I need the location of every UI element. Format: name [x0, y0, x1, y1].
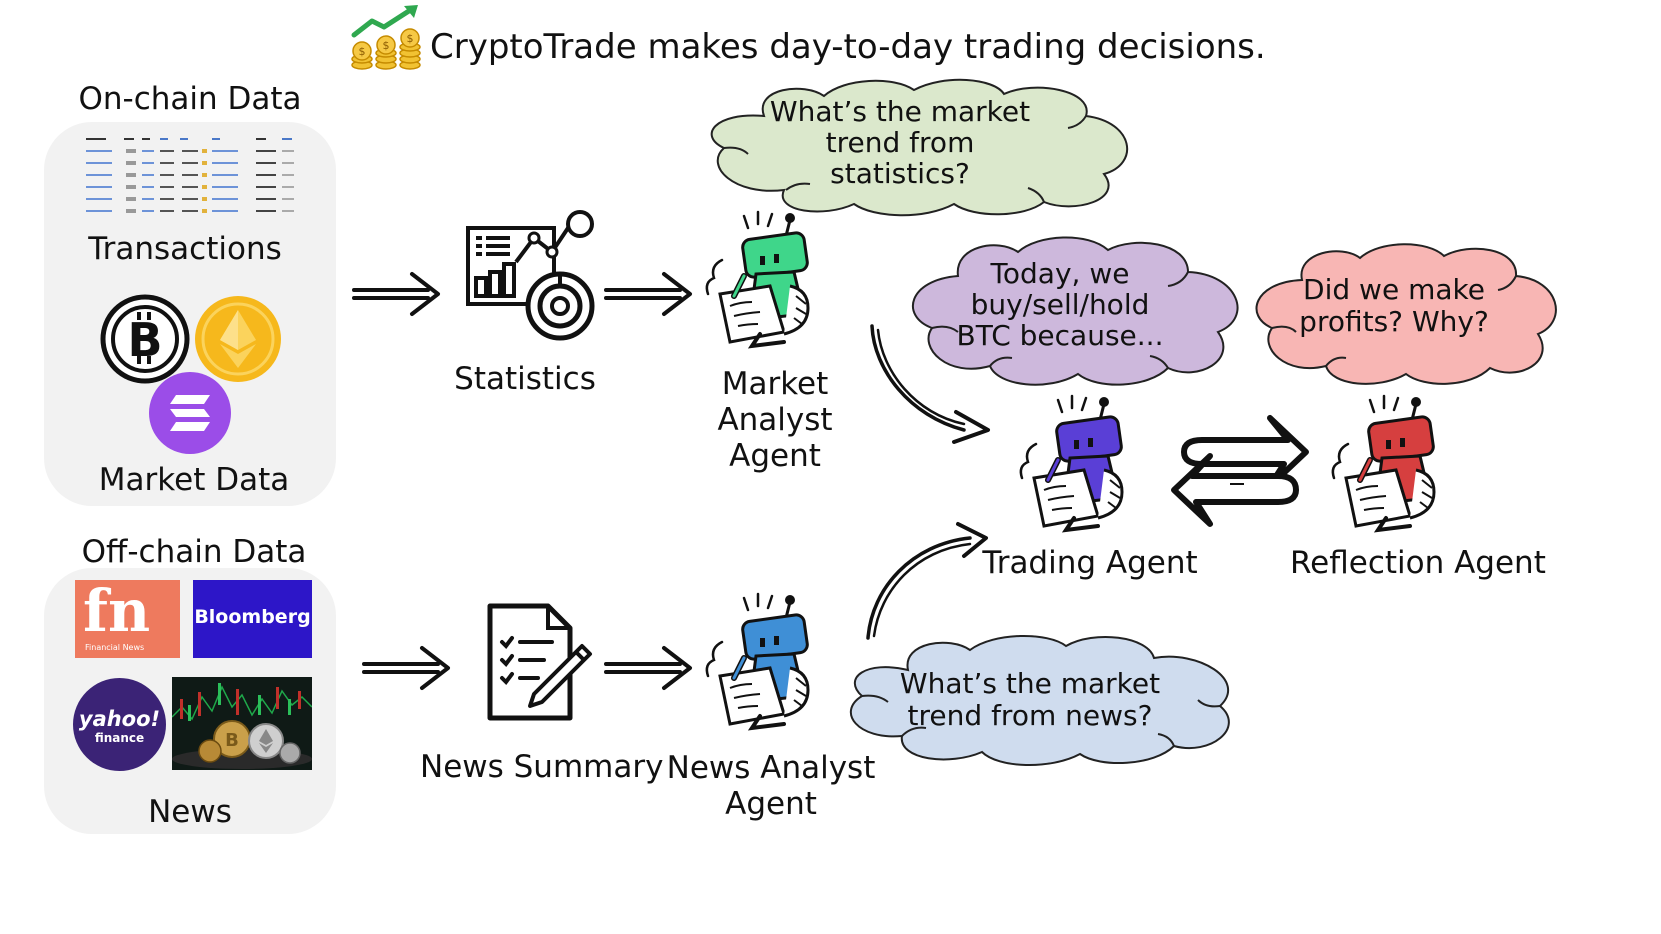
transactions-table-thumbnail: [84, 134, 300, 218]
news-label: News: [148, 794, 232, 830]
market-question-text: What’s the market trend from statistics?: [769, 95, 1031, 190]
arrow-onchain-to-statistics: [352, 272, 440, 316]
transactions-label: Transactions: [88, 231, 282, 267]
bitcoin-icon: B: [100, 294, 190, 384]
market-analyst-robot-icon: [705, 210, 810, 349]
news-question-bubble: [849, 634, 1230, 767]
arrow-news-analyst-to-trading: [866, 522, 988, 640]
market-analyst-label: Market Analyst Agent: [717, 366, 833, 474]
arrow-market-analyst-to-trading: [870, 324, 990, 444]
reflection-agent-robot-icon: [1331, 394, 1436, 533]
news-summary-document-icon: [487, 603, 592, 721]
statistics-label: Statistics: [454, 361, 596, 397]
trading-agent-label: Trading Agent: [982, 545, 1198, 581]
trading-agent-robot-icon: [1019, 394, 1124, 533]
statistics-dashboard-icon: [466, 210, 595, 341]
news-analyst-robot-icon: [705, 592, 810, 731]
market-data-label: Market Data: [98, 462, 290, 498]
reflection-question-bubble: [1255, 243, 1557, 385]
yahoo-finance-logo: yahoo! finance: [73, 678, 166, 771]
fn-logo-text: fn: [83, 577, 151, 645]
arrow-statistics-to-market-analyst: [604, 272, 692, 316]
bloomberg-logo: Bloomberg: [193, 580, 312, 658]
svg-text:$: $: [359, 45, 366, 58]
financial-news-logo: fn Financial News: [75, 577, 180, 658]
trading-thought-text: Today, we buy/sell/hold BTC because...: [956, 257, 1164, 352]
svg-text:$: $: [383, 39, 390, 52]
page-title: CryptoTrade makes day-to-day trading dec…: [430, 27, 1266, 67]
market-question-bubble: [710, 78, 1129, 217]
arrow-news-summary-to-news-analyst: [604, 646, 692, 690]
offchain-heading: Off-chain Data: [81, 534, 307, 570]
svg-text:$: $: [407, 32, 414, 45]
news-summary-label: News Summary: [420, 749, 664, 785]
news-analyst-label: News Analyst Agent: [666, 750, 876, 822]
yahoo-sub-text: finance: [94, 731, 145, 745]
svg-text:B: B: [127, 313, 162, 367]
svg-text:B: B: [225, 730, 239, 751]
reflection-agent-label: Reflection Agent: [1290, 545, 1546, 581]
exchange-arrows-icon: [1171, 415, 1309, 527]
yahoo-text: yahoo!: [78, 707, 161, 731]
solana-icon: [148, 371, 232, 455]
reflection-question-text: Did we make profits? Why?: [1299, 273, 1489, 338]
crypto-coins-photo: B: [171, 677, 313, 770]
arrow-offchain-to-news-summary: [362, 646, 450, 690]
ethereum-icon: [193, 294, 283, 384]
bloomberg-text: Bloomberg: [194, 606, 311, 628]
fn-caption: Financial News: [85, 643, 145, 652]
chart-up-coins-icon: $ $ $: [350, 3, 422, 73]
trading-thought-bubble: [911, 236, 1239, 386]
news-question-text: What’s the market trend from news?: [899, 667, 1161, 732]
onchain-heading: On-chain Data: [78, 81, 302, 117]
